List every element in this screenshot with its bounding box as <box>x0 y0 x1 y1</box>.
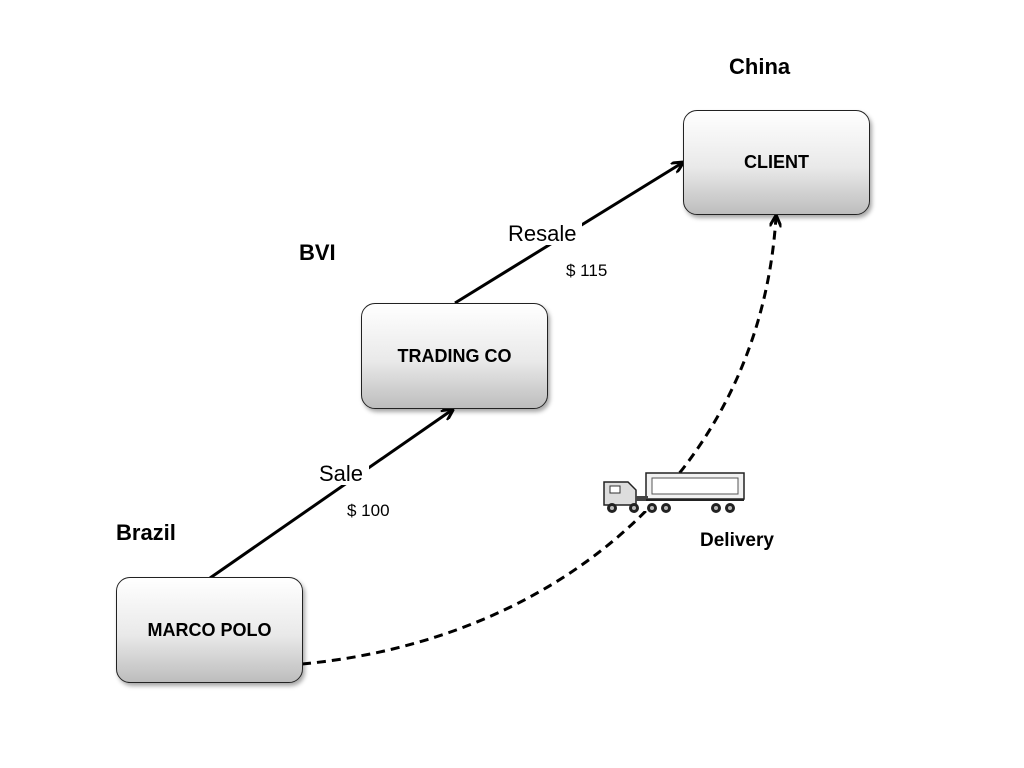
resale-label: Resale <box>502 223 583 245</box>
sale-arrow <box>209 410 452 580</box>
marco-polo-label: MARCO POLO <box>147 619 272 640</box>
sale-label: Sale <box>313 463 370 485</box>
delivery-path <box>301 217 776 666</box>
trading-co-label: TRADING CO <box>397 345 512 366</box>
region-label-brazil: Brazil <box>116 520 176 545</box>
trading-co-node: TRADING CO <box>361 303 548 409</box>
delivery-label: Delivery <box>700 530 774 551</box>
resale-amount: $ 115 <box>566 261 608 280</box>
client-label: CLIENT <box>744 152 809 172</box>
sale-amount: $ 100 <box>347 501 390 520</box>
client-node: CLIENT <box>683 110 870 215</box>
marco-polo-node: MARCO POLO <box>116 577 303 683</box>
region-label-china: China <box>729 54 791 79</box>
truck-icon <box>602 472 745 513</box>
region-label-bvi: BVI <box>299 240 336 265</box>
